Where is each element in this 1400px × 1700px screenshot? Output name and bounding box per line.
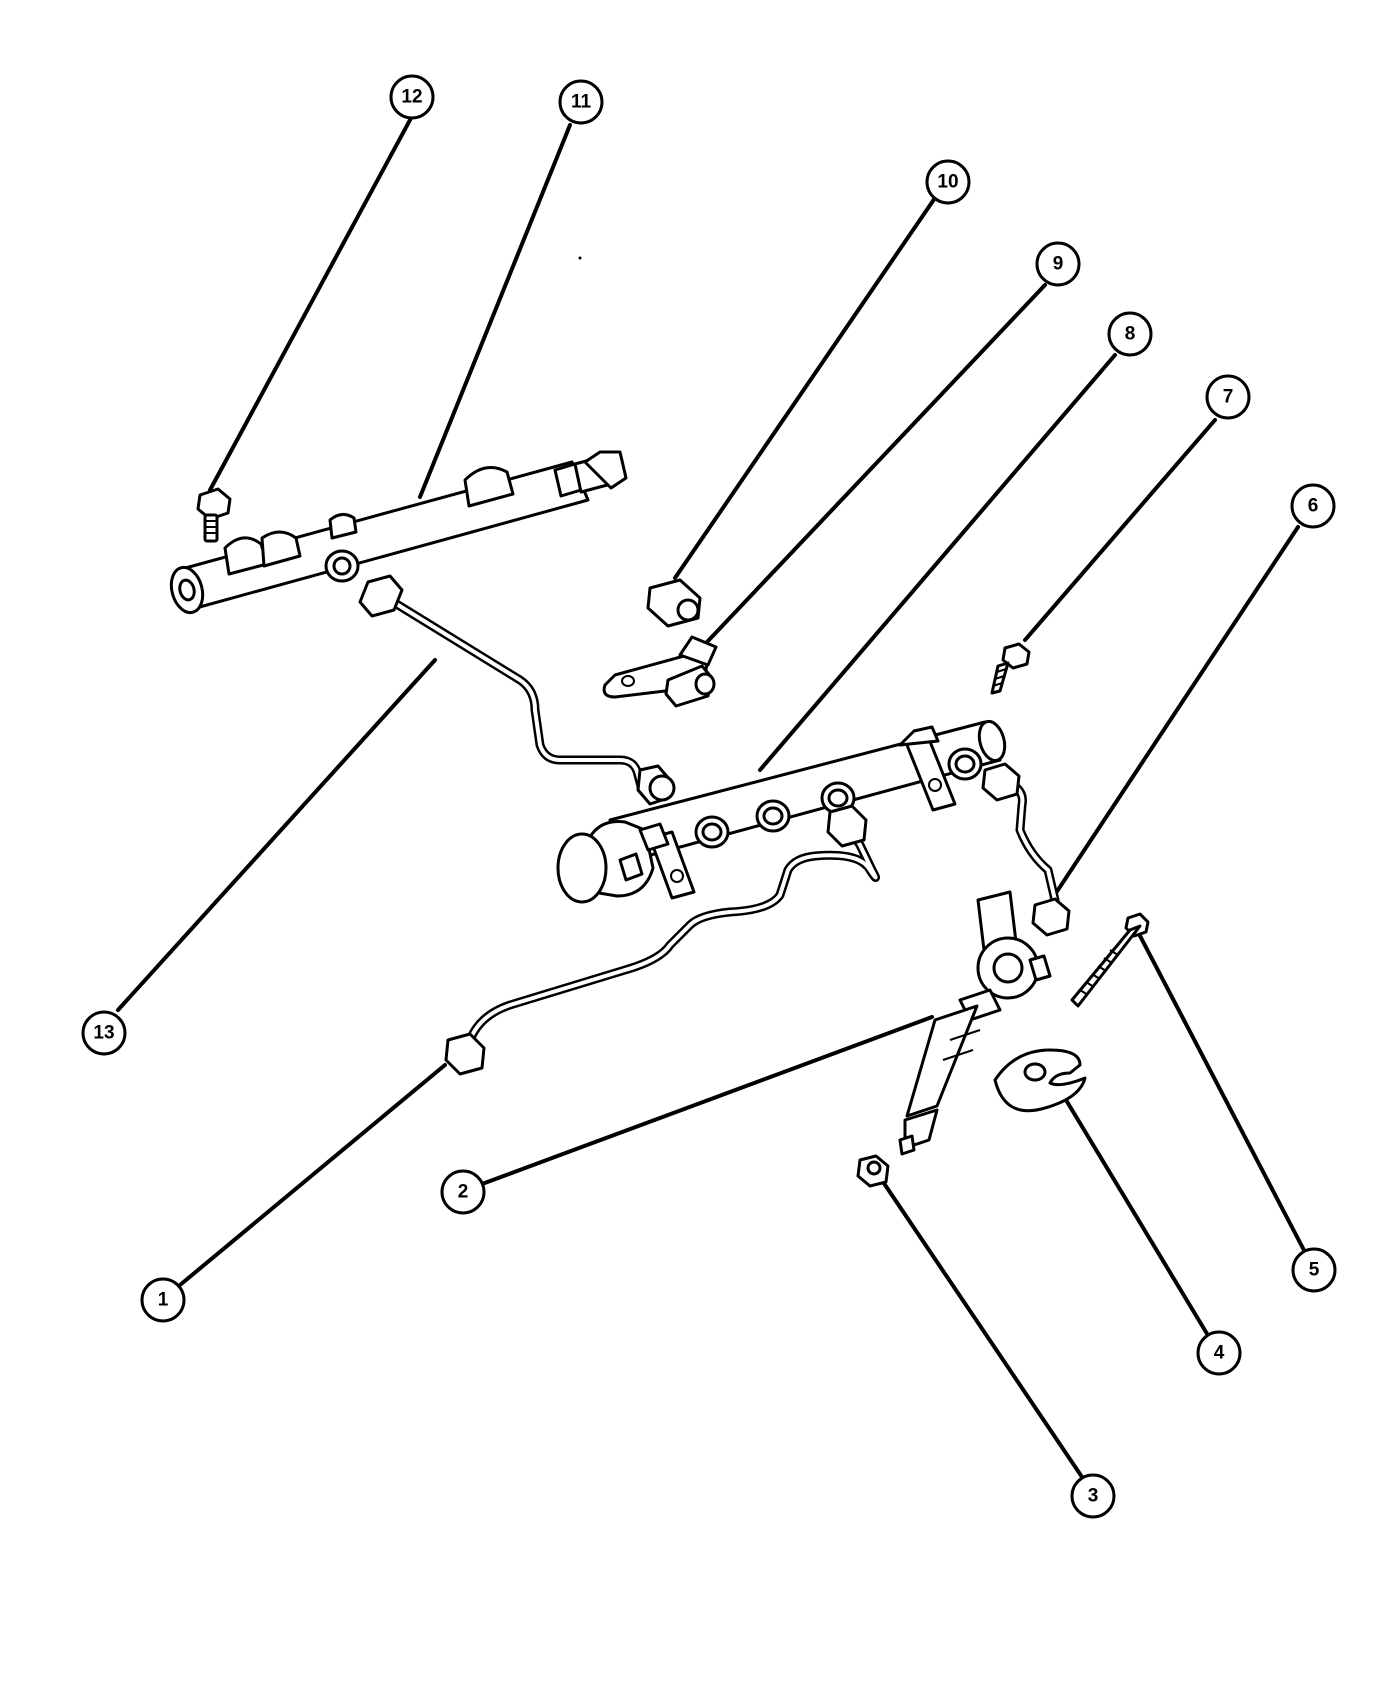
leader-line-7 (1023, 418, 1217, 642)
leader-line-4 (1058, 1088, 1214, 1344)
callout-label-5: 5 (1309, 1260, 1320, 1281)
leader-line-3 (873, 1168, 1084, 1479)
leader-line-12 (208, 118, 412, 492)
fuel-line-short-part-6 (981, 762, 1071, 937)
callout-6: 6 (1290, 483, 1336, 529)
callout-13: 13 (81, 1010, 127, 1056)
leader-line-8 (758, 353, 1117, 772)
callout-11: 11 (558, 79, 604, 125)
callout-4: 4 (1196, 1330, 1242, 1376)
bolt-part-12 (196, 487, 232, 543)
injector-part-2 (898, 890, 1052, 1156)
fuel-line-long-part-1 (444, 804, 880, 1076)
long-bolt-part-5 (1070, 912, 1150, 1008)
callout-label-9: 9 (1053, 254, 1064, 275)
clamp-part-4 (993, 1048, 1087, 1113)
callout-2: 2 (440, 1169, 486, 1215)
callout-9: 9 (1035, 241, 1081, 287)
callout-5: 5 (1291, 1247, 1337, 1293)
callout-8: 8 (1107, 311, 1153, 357)
fuel-rail-upper-part-11 (169, 450, 628, 615)
callout-10: 10 (925, 159, 971, 205)
callout-label-7: 7 (1223, 387, 1234, 408)
leader-line-10 (673, 193, 939, 580)
callout-12: 12 (389, 74, 435, 120)
callout-label-4: 4 (1214, 1343, 1225, 1364)
callout-label-12: 12 (401, 87, 422, 108)
nut-part-3 (856, 1154, 890, 1188)
callout-label-8: 8 (1125, 324, 1136, 345)
bolt-part-7 (990, 642, 1031, 695)
leader-line-6 (1046, 525, 1300, 907)
bracket-part-9 (602, 635, 718, 708)
callout-label-13: 13 (93, 1023, 114, 1044)
leader-line-9 (688, 283, 1047, 662)
callout-label-1: 1 (158, 1290, 169, 1311)
callout-label-10: 10 (937, 172, 958, 193)
leader-line-13 (116, 658, 437, 1012)
fuel-rail-lower-part-8 (556, 719, 1007, 904)
leader-lines (116, 118, 1309, 1479)
leader-line-1 (178, 1063, 447, 1287)
callout-1: 1 (140, 1277, 186, 1323)
callout-label-11: 11 (571, 92, 592, 113)
callout-label-3: 3 (1088, 1486, 1099, 1507)
callout-3: 3 (1070, 1473, 1116, 1519)
leader-line-2 (480, 1015, 934, 1186)
leader-line-5 (1136, 930, 1309, 1258)
callout-7: 7 (1205, 374, 1251, 420)
speck-mark (578, 256, 582, 260)
fuel-line-upper-part-13 (358, 574, 676, 806)
callout-label-6: 6 (1308, 496, 1319, 517)
clip-part-10 (646, 578, 702, 628)
leader-line-11 (418, 123, 572, 499)
callout-label-2: 2 (458, 1182, 469, 1203)
